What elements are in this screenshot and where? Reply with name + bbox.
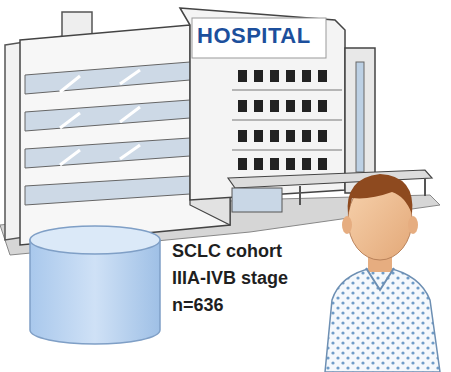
hospital-sign: HOSPITAL bbox=[197, 23, 311, 48]
count-label: n=636 bbox=[172, 295, 224, 316]
tower-block bbox=[180, 8, 345, 200]
database-cylinder bbox=[30, 226, 160, 344]
side-tower bbox=[345, 48, 375, 193]
patient-figure bbox=[325, 174, 440, 372]
cohort-label: SCLC cohort bbox=[172, 241, 282, 262]
stage-label: IIIA-IVB stage bbox=[172, 268, 288, 289]
